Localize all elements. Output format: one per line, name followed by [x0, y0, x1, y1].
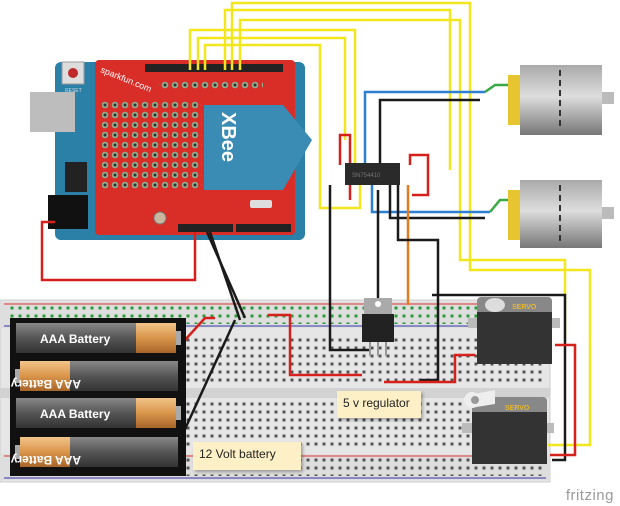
reset-label: RESET — [65, 88, 82, 94]
button-icon — [153, 211, 167, 225]
wire-blue — [370, 185, 490, 214]
usb-port — [30, 92, 75, 132]
battery-holder: AAA Battery AAA Battery AAA Battery AAA … — [10, 318, 186, 476]
wire-red — [268, 313, 362, 377]
wire-black — [178, 319, 237, 441]
battery-label: AAA Battery — [40, 332, 111, 346]
wire-red — [384, 353, 475, 384]
battery-cell: AAA Battery — [16, 398, 181, 428]
battery-cell: AAA Battery — [10, 437, 178, 467]
wire-red — [40, 220, 197, 282]
servo-label: SERVO — [512, 304, 537, 311]
sparkfun-shield: sparkfun.com — [95, 60, 295, 235]
wires — [40, 1, 592, 462]
voltage-regulator — [362, 298, 394, 356]
battery-label: AAA Battery — [10, 377, 81, 391]
chip-label: SN754410 — [352, 173, 381, 179]
xbee-module: XBee — [204, 105, 312, 190]
wire-black — [208, 231, 242, 321]
wire-red — [408, 153, 430, 197]
wire-green — [489, 198, 510, 213]
power-jack — [48, 195, 88, 229]
wire-yellow — [230, 1, 592, 447]
wire-yellow — [196, 36, 347, 140]
wire-yellow — [203, 43, 362, 210]
wire-black — [328, 185, 370, 352]
reset-button[interactable]: RESET — [61, 61, 85, 94]
xbee-label: XBee — [217, 112, 239, 162]
servo-2: SERVO — [462, 390, 554, 464]
wire-red — [184, 316, 215, 341]
motor-driver-chip: SN754410 — [345, 163, 400, 185]
wire-black — [432, 293, 567, 462]
battery-label: AAA Battery — [10, 453, 81, 467]
fritzing-watermark: fritzing — [565, 487, 614, 504]
wire-black — [388, 185, 485, 220]
dc-motor — [508, 180, 614, 248]
wire-blue — [363, 90, 485, 165]
wire-yellow — [223, 8, 452, 170]
wire-yellow — [188, 28, 357, 170]
battery-note[interactable]: 12 Volt battery — [193, 442, 301, 470]
wire-black — [396, 185, 440, 382]
servo-label: SERVO — [505, 405, 530, 412]
battery-label: AAA Battery — [40, 407, 111, 421]
dc-motor — [508, 65, 614, 135]
wire-green — [484, 83, 510, 94]
wire-black — [378, 98, 480, 165]
wire-yellow — [238, 18, 567, 340]
wire-black — [205, 231, 247, 319]
battery-cell: AAA Battery — [16, 323, 181, 353]
battery-cell: AAA Battery — [10, 361, 178, 391]
servo-1: SERVO — [468, 297, 560, 364]
regulator-note[interactable]: 5 v regulator — [337, 391, 421, 418]
wire-red — [550, 343, 577, 457]
